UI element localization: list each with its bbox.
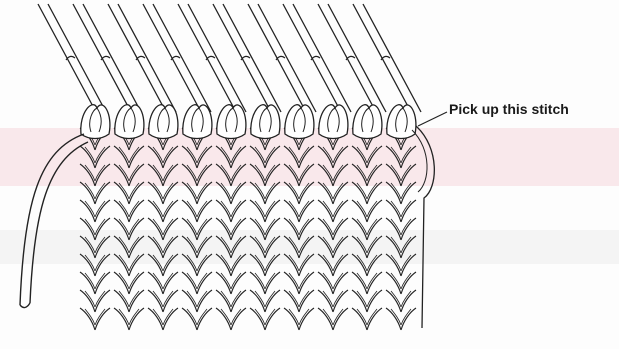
- needle-loop: [353, 105, 382, 139]
- needle-strand: [213, 4, 281, 112]
- needle-loop: [217, 105, 246, 139]
- needle-loop: [149, 105, 178, 139]
- needle-strand: [283, 4, 351, 112]
- needle-strand: [353, 4, 421, 112]
- needle-strand: [108, 4, 176, 112]
- needle-loop: [183, 105, 212, 139]
- needle-loop: [115, 105, 144, 139]
- needle-loop: [387, 105, 416, 139]
- needle-loop: [319, 105, 348, 139]
- needle-loop: [285, 105, 314, 139]
- callout-label: Pick up this stitch: [449, 101, 569, 117]
- callout-leader-line: [418, 112, 447, 126]
- needle-strand: [318, 4, 386, 112]
- needle-strand: [73, 4, 141, 112]
- needle-loop: [251, 105, 280, 139]
- bleed-through-bands: [0, 128, 619, 264]
- needle-strands: [38, 4, 421, 112]
- needle-strand: [178, 4, 246, 112]
- needle-strand: [143, 4, 211, 112]
- needle-loop: [81, 105, 110, 139]
- needle-strand: [248, 4, 316, 112]
- needle-strand: [38, 4, 106, 112]
